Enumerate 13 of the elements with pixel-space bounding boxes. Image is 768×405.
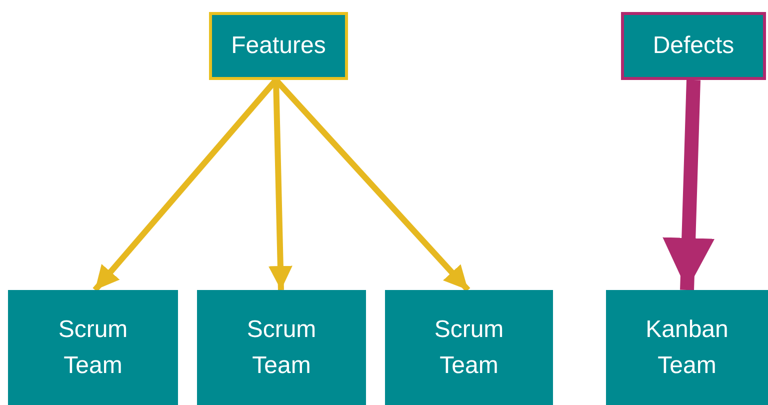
arrow bbox=[662, 80, 715, 290]
source-box bbox=[209, 12, 348, 80]
team-box bbox=[8, 290, 178, 405]
team-box bbox=[385, 290, 553, 405]
box-label: Kanban Team bbox=[644, 314, 730, 380]
box-label: Scrum Team bbox=[57, 314, 129, 380]
team-box bbox=[606, 290, 768, 405]
source-box bbox=[621, 12, 766, 80]
box-label: Scrum Team bbox=[433, 314, 505, 380]
team-box bbox=[197, 290, 366, 405]
box-label: Scrum Team bbox=[246, 314, 318, 380]
box-label: Features bbox=[231, 31, 326, 61]
box-label: Defects bbox=[652, 31, 734, 61]
